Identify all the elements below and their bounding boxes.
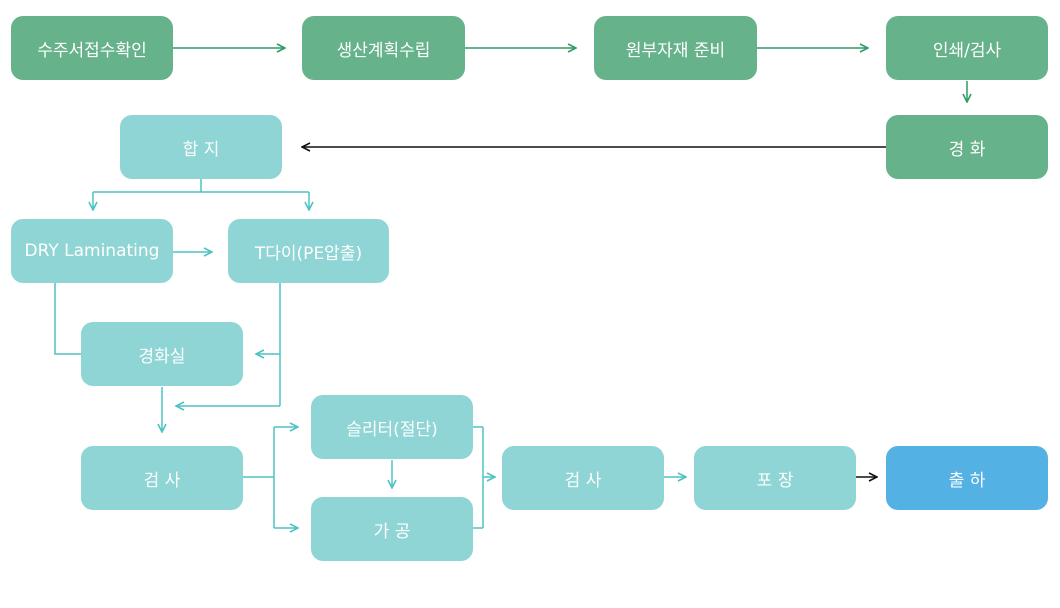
step-inspection-2: 검 사 [502,446,664,510]
step-print-inspect: 인쇄/검사 [886,16,1048,80]
step-t-die: T다이(PE압출) [228,219,389,283]
step-dry-laminating: DRY Laminating [11,219,173,283]
step-material-prep: 원부자재 준비 [594,16,757,80]
step-processing: 가 공 [311,497,473,561]
step-packing: 포 장 [694,446,856,510]
step-production-plan: 생산계획수립 [302,16,465,80]
step-shipping: 출 하 [886,446,1048,510]
step-curing-room: 경화실 [81,322,243,386]
step-curing: 경 화 [886,115,1048,179]
line-dry-to-curing-room [54,283,82,355]
step-lamination: 합 지 [120,115,282,179]
step-order-confirm: 수주서접수확인 [11,16,173,80]
step-inspection-1: 검 사 [81,446,243,510]
step-slitting: 슬리터(절단) [311,395,473,459]
